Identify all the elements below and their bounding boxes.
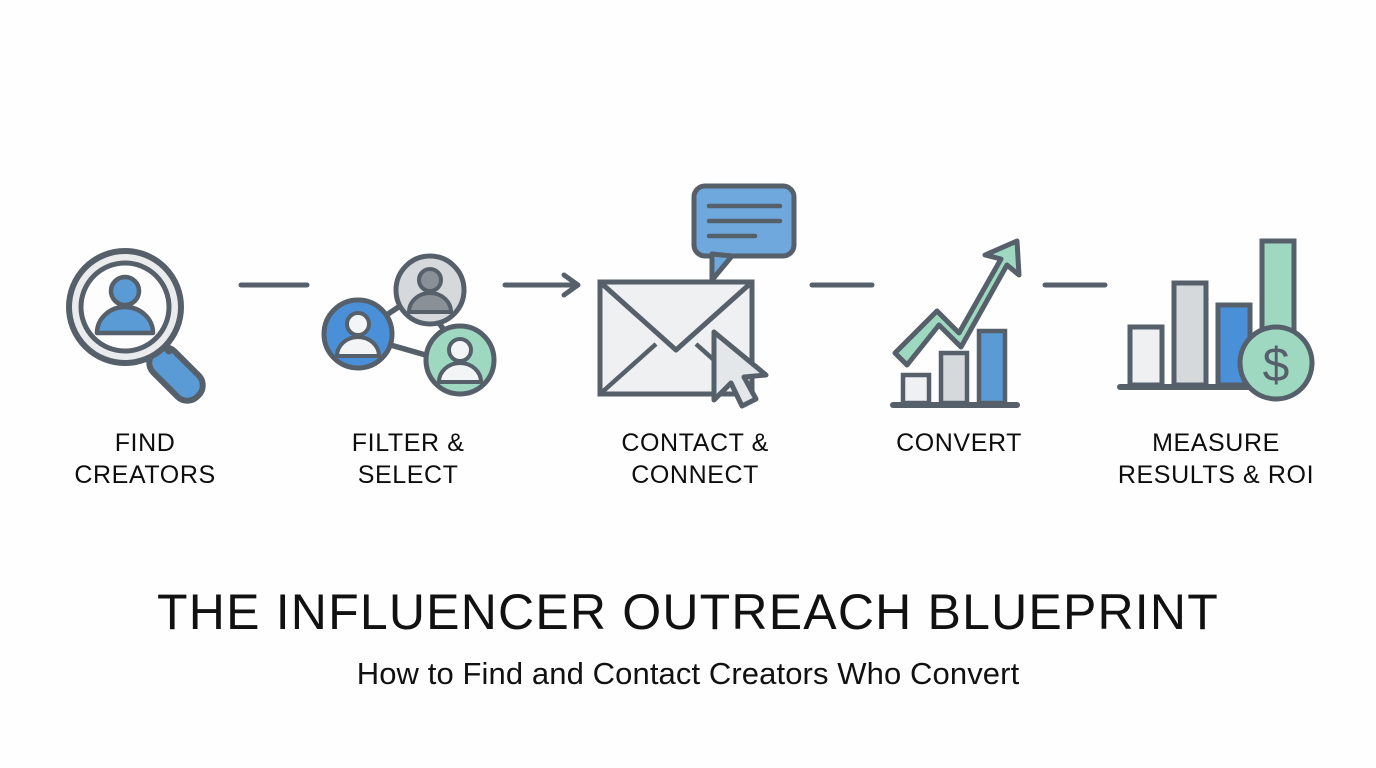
network-people-icon: [318, 160, 498, 410]
connector-3: [800, 160, 884, 410]
step-label-filter-select: FILTER & SELECT: [351, 429, 465, 489]
svg-text:$: $: [1263, 339, 1290, 392]
connector-2: [498, 160, 590, 410]
step-find-creators: FIND CREATORS: [60, 160, 230, 492]
step-measure-results-roi: $ MEASURE RESULTS & ROI: [1116, 160, 1316, 492]
process-flow: FIND CREATORS: [60, 160, 1316, 510]
step-label-find-creators: FIND CREATORS: [74, 429, 216, 489]
step-convert: CONVERT: [884, 160, 1034, 460]
step-contact-connect: CONTACT & CONNECT: [590, 160, 800, 492]
step-label-convert: CONVERT: [896, 429, 1023, 457]
title-block: THE INFLUENCER OUTREACH BLUEPRINT How to…: [0, 585, 1376, 692]
connector-4: [1034, 160, 1116, 410]
step-label-contact-connect: CONTACT & CONNECT: [621, 429, 769, 489]
bar-chart-dollar-icon: $: [1116, 160, 1316, 410]
growth-arrow-bars-icon: [889, 160, 1029, 410]
step-filter-select: FILTER & SELECT: [318, 160, 498, 492]
magnifier-person-icon: [65, 160, 225, 410]
envelope-chat-cursor-icon: [590, 160, 800, 410]
connector-1: [230, 160, 318, 410]
page-subtitle: How to Find and Contact Creators Who Con…: [356, 656, 1020, 691]
page-title: THE INFLUENCER OUTREACH BLUEPRINT: [157, 584, 1219, 640]
step-label-measure-results-roi: MEASURE RESULTS & ROI: [1117, 429, 1315, 489]
